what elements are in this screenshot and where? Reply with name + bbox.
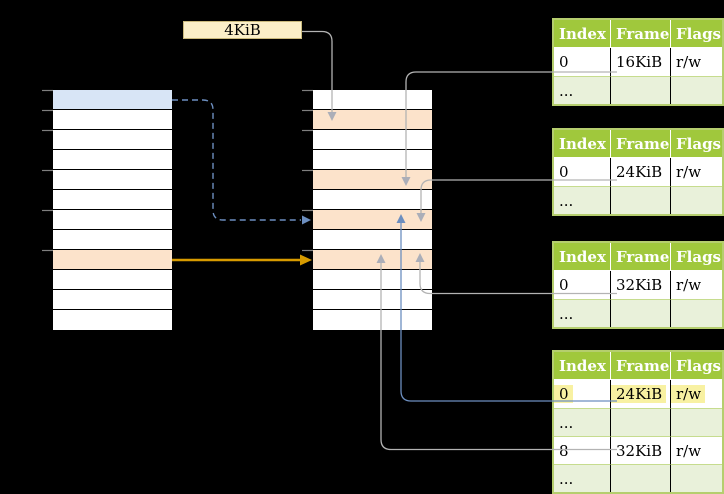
cell-index: 8	[554, 436, 610, 464]
cell-flags	[670, 186, 722, 214]
middle-memory-column	[312, 89, 433, 331]
cell-index: ...	[554, 464, 610, 492]
cell-frame	[610, 186, 670, 214]
col-header-flags: Flags	[670, 243, 722, 271]
cell-flags	[670, 464, 722, 492]
memory-row	[53, 170, 172, 190]
cell-frame-highlighted: 24KiB	[610, 380, 670, 408]
memory-row-highlight-orange	[313, 210, 432, 230]
cell-frame: 32KiB	[610, 436, 670, 464]
memory-row-highlight-orange	[313, 250, 432, 270]
memory-row	[313, 90, 432, 110]
memory-row	[313, 270, 432, 290]
page-size-badge: 4KiB	[183, 21, 302, 39]
cell-flags: r/w	[670, 436, 722, 464]
memory-row	[313, 150, 432, 170]
page-table-4: Index Frame Flags 0 24KiB r/w ... 8 32Ki…	[552, 350, 724, 494]
col-header-flags: Flags	[670, 20, 722, 48]
cell-flags: r/w	[670, 158, 722, 186]
memory-row	[53, 110, 172, 130]
cell-index: ...	[554, 76, 610, 104]
col-header-index: Index	[554, 130, 610, 158]
cell-index: 0	[554, 48, 610, 76]
memory-row	[313, 290, 432, 310]
cell-frame: 24KiB	[610, 158, 670, 186]
cell-frame	[610, 408, 670, 436]
page-table-2: Index Frame Flags 0 24KiB r/w ...	[552, 128, 724, 216]
col-header-index: Index	[554, 352, 610, 380]
cell-index: ...	[554, 299, 610, 327]
diagram-canvas: 4KiB Index Frame Flags	[42, 18, 724, 494]
cell-flags	[670, 408, 722, 436]
arrow-left-orange-to-middle	[172, 254, 312, 266]
arrow-left-blue-to-middle	[172, 99, 311, 225]
cell-frame: 16KiB	[610, 48, 670, 76]
cell-flags: r/w	[670, 271, 722, 299]
cell-frame	[610, 299, 670, 327]
cell-frame: 32KiB	[610, 271, 670, 299]
memory-row	[53, 130, 172, 150]
cell-flags	[670, 299, 722, 327]
memory-row	[53, 210, 172, 230]
left-memory-column	[52, 89, 173, 331]
cell-index-highlighted: 0	[554, 380, 610, 408]
col-header-frame: Frame	[610, 20, 670, 48]
memory-row-highlight-orange	[313, 170, 432, 190]
col-header-frame: Frame	[610, 130, 670, 158]
memory-row	[53, 270, 172, 290]
memory-row	[313, 230, 432, 250]
col-header-flags: Flags	[670, 352, 722, 380]
cell-frame	[610, 464, 670, 492]
cell-index: 0	[554, 271, 610, 299]
cell-index: ...	[554, 186, 610, 214]
middle-column-ticks	[302, 89, 313, 252]
cell-flags	[670, 76, 722, 104]
cell-flags-highlighted: r/w	[670, 380, 722, 408]
memory-row	[53, 310, 172, 330]
left-column-ticks	[42, 89, 53, 252]
memory-row	[53, 150, 172, 170]
page-table-1: Index Frame Flags 0 16KiB r/w ...	[552, 18, 724, 106]
cell-flags: r/w	[670, 48, 722, 76]
col-header-index: Index	[554, 20, 610, 48]
cell-index: ...	[554, 408, 610, 436]
memory-row	[53, 190, 172, 210]
col-header-flags: Flags	[670, 130, 722, 158]
memory-row-highlight-orange	[313, 110, 432, 130]
page-table-3: Index Frame Flags 0 32KiB r/w ...	[552, 241, 724, 329]
memory-row	[313, 190, 432, 210]
memory-row-highlight-orange	[53, 250, 172, 270]
memory-row	[53, 290, 172, 310]
col-header-frame: Frame	[610, 352, 670, 380]
col-header-frame: Frame	[610, 243, 670, 271]
memory-row	[313, 130, 432, 150]
col-header-index: Index	[554, 243, 610, 271]
cell-index: 0	[554, 158, 610, 186]
memory-row	[53, 230, 172, 250]
memory-row-highlight-blue	[53, 90, 172, 110]
cell-frame	[610, 76, 670, 104]
memory-row	[313, 310, 432, 330]
